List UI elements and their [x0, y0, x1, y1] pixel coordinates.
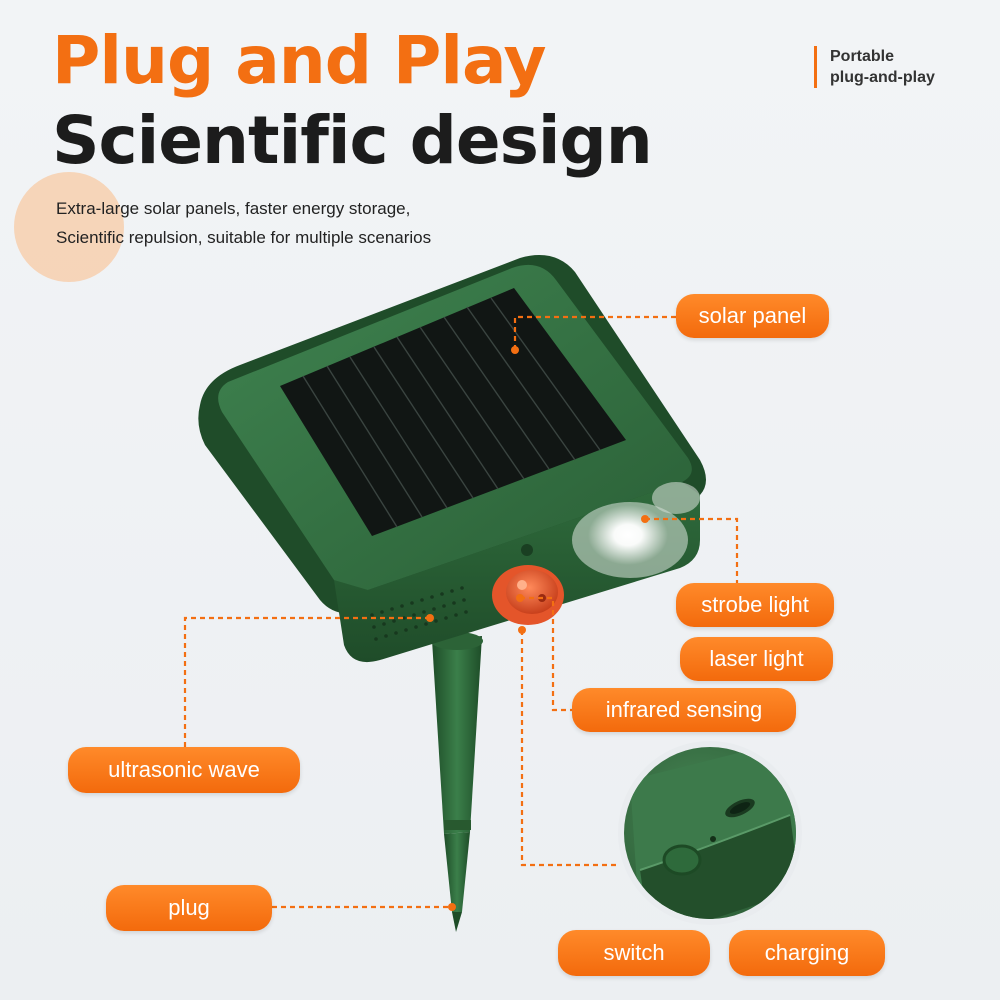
charging-port-zoom — [618, 741, 802, 925]
side-note: Portable plug-and-play — [814, 46, 935, 88]
leader-lines — [183, 315, 739, 909]
description-line-1: Extra-large solar panels, faster energy … — [56, 199, 411, 218]
leader-dots — [426, 346, 649, 911]
side-note-line-2: plug-and-play — [830, 69, 935, 86]
label-plug: plug — [106, 885, 272, 931]
speaker-grille — [370, 586, 468, 641]
peach-circle-decoration — [14, 172, 124, 282]
label-ultrasonic-wave: ultrasonic wave — [68, 747, 300, 793]
label-strobe-light: strobe light — [676, 583, 834, 627]
label-switch: switch — [558, 930, 710, 976]
solar-panel — [280, 288, 626, 536]
title-plug-and-play: Plug and Play — [52, 22, 546, 99]
label-charging: charging — [729, 930, 885, 976]
description: Extra-large solar panels, faster energy … — [56, 194, 431, 252]
description-line-2: Scientific repulsion, suitable for multi… — [56, 228, 432, 247]
sensor-hole — [521, 544, 533, 556]
label-infrared-sensing: infrared sensing — [572, 688, 796, 732]
label-solar-panel: solar panel — [676, 294, 829, 338]
infrared-sensor — [492, 565, 564, 625]
title-scientific-design: Scientific design — [52, 102, 653, 179]
stake — [431, 632, 483, 932]
label-laser-light: laser light — [680, 637, 833, 681]
side-note-line-1: Portable — [830, 48, 895, 65]
